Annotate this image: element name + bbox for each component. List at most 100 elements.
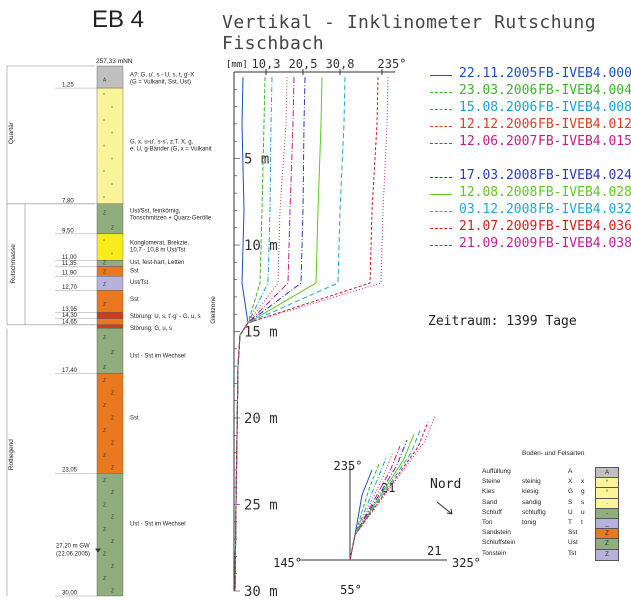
gleitzone-label: Gleitzone [210,296,217,324]
soil-legend-cell: X [568,478,573,486]
legend-date: 23.03.2006 [459,83,538,98]
soil-legend-cell: schluffig [522,508,546,516]
zone-label: Rotliegend [8,439,15,470]
layer-symbol: Z [111,515,114,521]
layer-symbol: Z [111,539,114,545]
column-layer [96,260,124,267]
layer-symbol: Z [111,350,114,356]
soil-legend-cell: Steine [482,478,501,486]
layer-symbol: Z [103,403,106,409]
soil-legend-cell: sandig [522,498,542,506]
layer-symbol: ° [111,132,113,138]
column-layer [96,373,124,474]
soil-legend-cell: x [581,478,585,486]
depth-label: 11,35 [62,261,77,267]
plan-angle-label: 145° [273,556,302,570]
layer-symbol: ° [111,252,113,258]
legend-swatch [430,194,452,195]
legend-code: FB-IVEB4.004 [538,83,631,98]
legend-code: FB-IVEB4.012 [538,117,631,132]
layer-symbol: ° [103,196,105,202]
layer-symbol: ° [103,93,105,99]
soil-legend-cell: steinig [522,478,541,486]
soil-legend-cell: u [581,508,585,516]
legend-code: FB-IVEB4.024 [538,168,631,183]
layer-symbol: Z [103,576,106,582]
legend-code: FB-IVEB4.038 [538,236,631,251]
layer-symbol: Z [111,564,114,570]
column-layer [96,203,124,235]
layer-description: G, x, u-u', s-s', z.T. X, g, [130,140,194,146]
layer-symbol: Z [103,478,106,484]
legend-date: 12.06.2007 [459,134,538,149]
layer-symbol: Z [111,416,114,422]
depth-tick-label: 25 m [244,498,278,514]
diagram-title: Vertikal - Inklinometer Rutschung Fischb… [222,12,597,54]
plan-angle-label: 325° [452,556,481,570]
layer-symbol: Z [111,490,114,496]
displacement-curve [234,77,389,592]
layer-symbol: ° [103,119,105,125]
legend-swatch [430,245,452,246]
soil-legend-cell: S [568,498,573,506]
soil-legend-cell: T [568,518,572,526]
plan-value-label: 21 [427,544,441,558]
layer-symbol: ° [103,170,105,176]
layer-symbol: Z [103,335,106,341]
legend-swatch [430,126,452,127]
soil-swatch: ° [595,477,619,490]
soil-swatch: Z [595,548,619,561]
layer-symbol: Z [111,441,114,447]
depth-label: 14,30 [62,313,78,319]
gw-marker-icon [95,548,101,553]
depth-label: 11,90 [62,271,77,277]
soil-legend-cell: Tst [568,549,577,557]
legend-swatch [430,177,452,178]
soil-legend-cell: Sand [482,498,498,506]
soil-legend-cell: g [581,488,585,496]
legend-code: FB-IVEB4.015 [538,134,631,149]
top-elevation: 257,33 mNN [96,58,133,65]
zone-label: Quartär [8,121,15,144]
depth-tick-label: 5 m [244,152,269,168]
column-layer [96,318,124,326]
depth-label: 12,70 [62,285,78,291]
layer-description: Tonschmitzen + Quarz-Gerölle [130,216,212,222]
top-tick-label: 20,5 [289,57,318,71]
layer-symbol: Z [103,527,106,533]
soil-legend-cell: kiesig [522,488,539,496]
depth-label: 11,00 [62,255,77,261]
layer-symbol: Z [111,225,114,231]
layer-symbol: Z [103,502,106,508]
legend-swatch [430,228,452,229]
legend-date: 22.11.2005 [459,66,538,81]
top-tick-label: 10,3 [252,57,281,71]
soil-legend-cell: Schluff [482,508,502,516]
depth-label: 30,00 [62,591,78,597]
plan-value-label: 21 [381,481,395,495]
layer-symbol: ° [111,157,113,163]
top-tick-label: 235° [378,57,407,71]
column-layer [96,233,124,261]
legend-code: FB-IVEB4.008 [538,100,631,115]
top-tick-label: 30,8 [326,57,355,71]
legend-date: 12.12.2006 [459,117,538,132]
legend-swatch [430,211,452,212]
layer-symbol: Z [103,551,106,557]
soil-legend-cell: Schluffstein [482,539,516,547]
plan-angle-label: 55° [340,583,362,597]
layer-symbol: Z [111,588,114,594]
column-layer [96,473,124,597]
legend-swatch [430,92,452,93]
depth-label: 13,95 [62,307,78,313]
gw-label: 27,20 m GW [56,544,90,550]
soil-legend-cell: t [581,518,583,526]
north-arrow-icon [436,501,453,515]
